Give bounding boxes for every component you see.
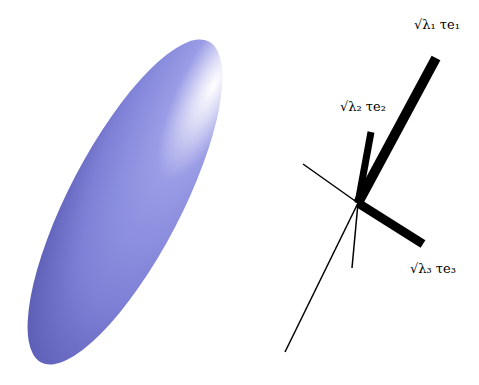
axis-label: √λ₂ τe₂ [340,100,386,114]
axis-label: √λ₁ τe₁ [414,18,460,32]
ellipsoid [0,16,258,385]
axis-thick [358,58,436,203]
axis-thick [358,132,371,203]
axis-thin [352,203,358,268]
axis-label: √λ₃ τe₃ [410,262,456,276]
principal-axes [285,58,436,352]
axis-thin [285,203,358,352]
axis-thin [303,164,358,203]
axis-thick [358,203,423,244]
